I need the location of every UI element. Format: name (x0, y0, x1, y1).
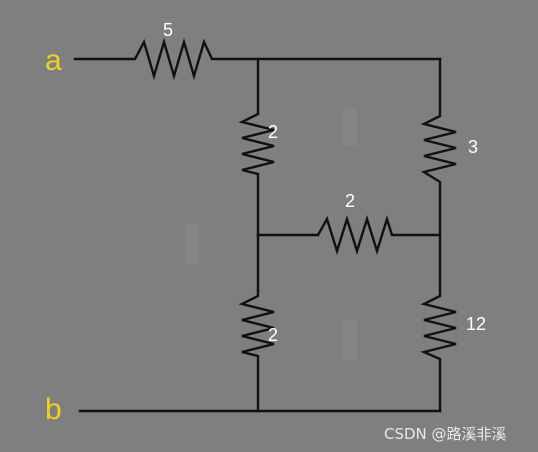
resistor-right-upper (420, 110, 457, 188)
terminal-a-label: a (45, 44, 62, 77)
resistor-left-lower (238, 290, 275, 362)
resistor-left-upper (238, 108, 275, 180)
background-artifact (185, 225, 199, 265)
resistor-left-lower-label: 2 (268, 325, 278, 345)
resistor-middle-label: 2 (345, 191, 355, 211)
resistor-right-lower-label: 12 (466, 314, 486, 334)
resistor-middle (312, 214, 394, 256)
background-artifact (343, 320, 357, 360)
terminal-b-label: b (45, 393, 62, 426)
watermark-text: CSDN @路溪非溪 (384, 425, 507, 443)
resistor-top-label: 5 (163, 20, 173, 40)
resistor-right-lower (420, 290, 457, 365)
background-artifact (343, 108, 357, 146)
resistor-top (128, 37, 214, 81)
resistor-right-upper-label: 3 (468, 137, 478, 157)
resistor-left-upper-label: 2 (268, 122, 278, 142)
